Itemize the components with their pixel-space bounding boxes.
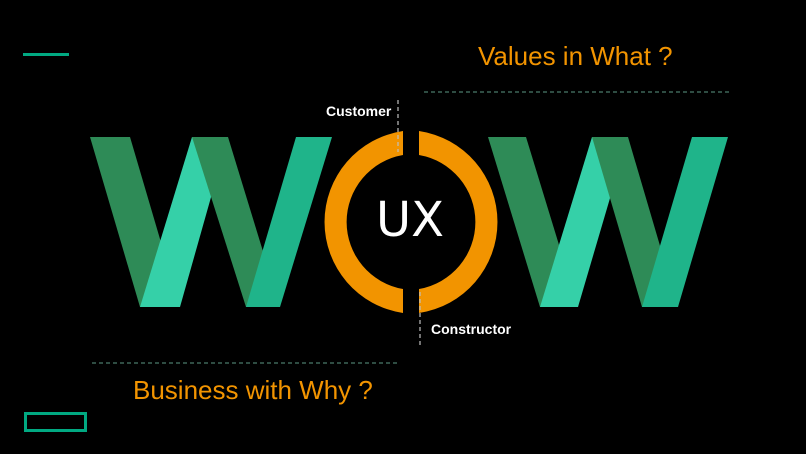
left-w-letter <box>90 137 332 307</box>
constructor-label: Constructor <box>431 321 512 337</box>
business-heading: Business with Why ? <box>133 375 373 405</box>
orange-o-ring <box>324 131 498 313</box>
right-w-letter <box>488 137 728 307</box>
brand-rectangle-icon <box>24 412 87 432</box>
brand-bar-icon <box>23 53 69 56</box>
customer-label: Customer <box>326 103 392 119</box>
values-heading: Values in What ? <box>478 41 673 71</box>
ux-center-text: UX <box>375 192 444 248</box>
